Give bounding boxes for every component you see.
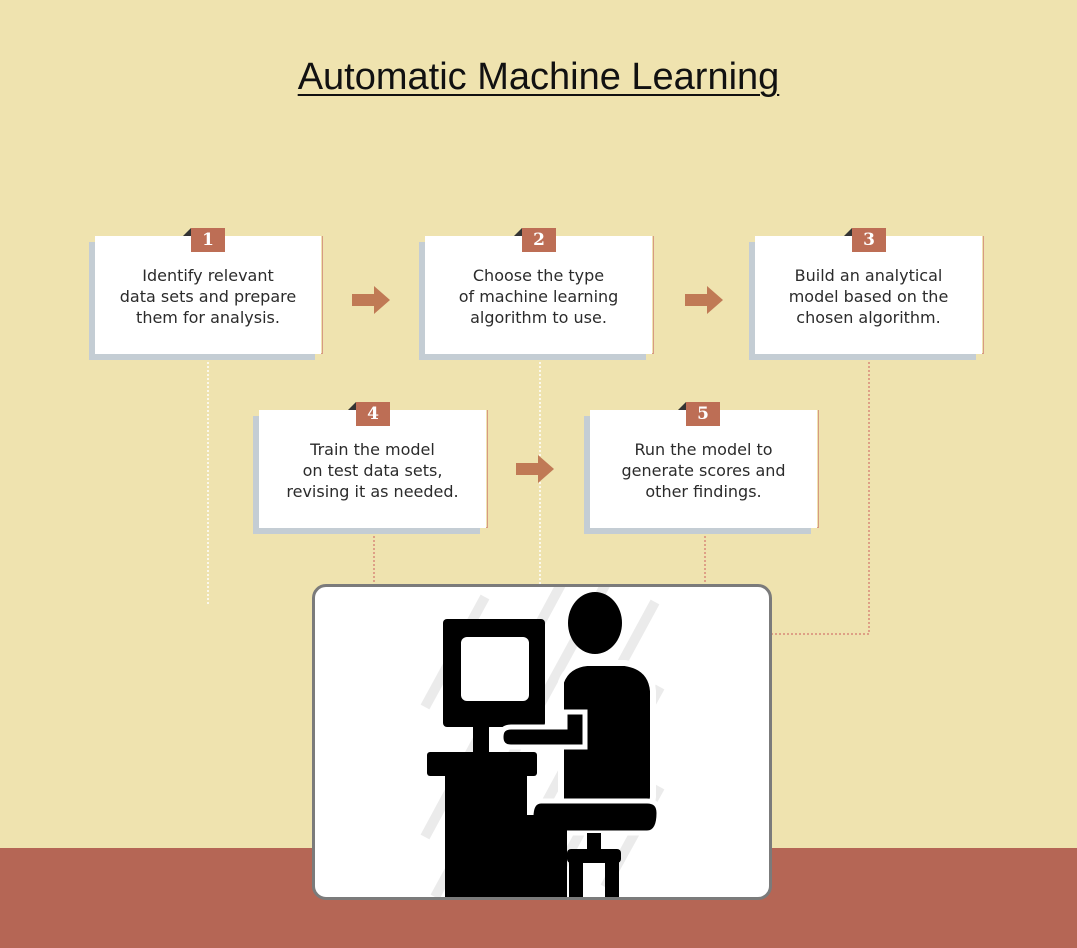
person-at-computer-icon bbox=[420, 587, 665, 897]
step-card-1: Identify relevant data sets and prepare … bbox=[89, 236, 323, 360]
diagram-title: Automatic Machine Learning bbox=[0, 56, 1077, 99]
arrow-right-icon bbox=[685, 286, 723, 314]
card-face: Build an analytical model based on the c… bbox=[755, 236, 982, 354]
title-text: Automatic Machine Learning bbox=[297, 56, 780, 98]
step-badge-3: 3 bbox=[852, 228, 886, 252]
badge-fold bbox=[678, 402, 686, 410]
card-face: Train the model on test data sets, revis… bbox=[259, 410, 486, 528]
step-badge-4: 4 bbox=[356, 402, 390, 426]
step-badge-5: 5 bbox=[686, 402, 720, 426]
badge-fold bbox=[514, 228, 522, 236]
card-face: Choose the type of machine learning algo… bbox=[425, 236, 652, 354]
card-face: Run the model to generate scores and oth… bbox=[590, 410, 817, 528]
step-text: Build an analytical model based on the c… bbox=[788, 265, 949, 327]
step-text: Choose the type of machine learning algo… bbox=[458, 265, 619, 327]
step-text: Train the model on test data sets, revis… bbox=[286, 439, 459, 501]
card-face: Identify relevant data sets and prepare … bbox=[95, 236, 321, 354]
arrow-right-icon bbox=[352, 286, 390, 314]
step-badge-2: 2 bbox=[522, 228, 556, 252]
connector-step-3 bbox=[769, 362, 870, 635]
badge-fold bbox=[844, 228, 852, 236]
arrow-right-icon bbox=[516, 455, 554, 483]
illustration-frame bbox=[312, 584, 772, 900]
step-card-4: Train the model on test data sets, revis… bbox=[253, 410, 488, 534]
step-card-2: Choose the type of machine learning algo… bbox=[419, 236, 654, 360]
badge-fold bbox=[348, 402, 356, 410]
step-badge-1: 1 bbox=[191, 228, 225, 252]
step-card-5: Run the model to generate scores and oth… bbox=[584, 410, 819, 534]
step-text: Run the model to generate scores and oth… bbox=[621, 439, 786, 501]
badge-fold bbox=[183, 228, 191, 236]
step-card-3: Build an analytical model based on the c… bbox=[749, 236, 984, 360]
step-text: Identify relevant data sets and prepare … bbox=[119, 265, 297, 327]
